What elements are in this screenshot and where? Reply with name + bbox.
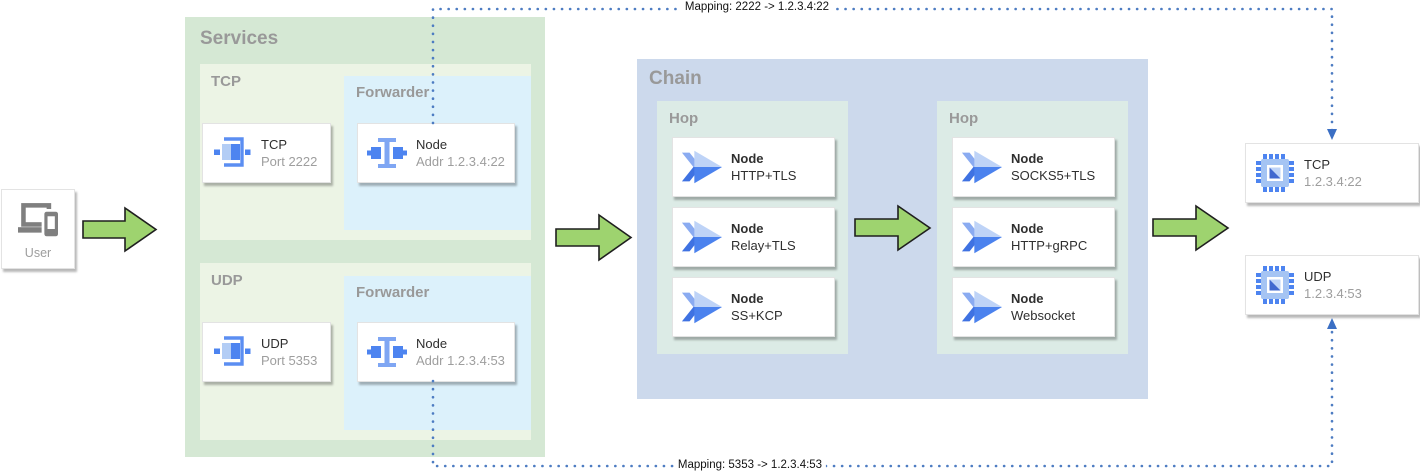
user-card: User xyxy=(1,189,75,269)
service-subtitle: Port 5353 xyxy=(261,353,318,368)
node-subtitle: Relay+TLS xyxy=(731,238,796,253)
node-subtitle: HTTP+gRPC xyxy=(1011,238,1088,253)
arrow-right-icon xyxy=(1152,204,1230,257)
udp-endpoint-card: UDP 1.2.3.4:53 xyxy=(1245,255,1419,315)
chain-node-card: Node Websocket xyxy=(952,277,1115,337)
endpoint-title: TCP xyxy=(1304,157,1330,172)
udp-forwarder-box: Forwarder Node xyxy=(344,276,531,430)
endpoint-title: UDP xyxy=(1304,269,1332,284)
arrow-right-icon xyxy=(82,206,158,258)
arrow-right-icon xyxy=(555,213,633,267)
node-title: Node xyxy=(1011,221,1044,236)
node-title: Node xyxy=(731,151,764,166)
node-subtitle: Websocket xyxy=(1011,308,1076,323)
chain-node-icon xyxy=(953,289,1011,325)
udp-service-box: UDP Forwarder xyxy=(200,263,531,440)
node-title: Node xyxy=(416,137,448,152)
tcp-endpoint-card: TCP 1.2.3.4:22 xyxy=(1245,143,1419,203)
node-subtitle: HTTP+TLS xyxy=(731,168,797,183)
tcp-forwarder-node-card: Node Addr 1.2.3.4:22 xyxy=(357,123,515,183)
mapping-label-top: Mapping: 2222 -> 1.2.3.4:22 xyxy=(680,1,834,13)
chain-node-card: Node HTTP+TLS xyxy=(672,137,835,197)
node-subtitle: Addr 1.2.3.4:22 xyxy=(416,154,505,169)
service-port-icon xyxy=(203,333,261,371)
hop-title: Hop xyxy=(949,110,979,127)
service-subtitle: Port 2222 xyxy=(261,154,318,169)
node-title: Node xyxy=(731,221,764,236)
services-container: Services TCP Forwarder xyxy=(185,17,545,457)
chain-node-card: Node HTTP+gRPC xyxy=(952,207,1115,267)
chain-container: Chain Hop Node HTTP+TLS xyxy=(637,59,1148,399)
udp-forwarder-title: Forwarder xyxy=(356,284,430,301)
endpoint-subtitle: 1.2.3.4:53 xyxy=(1304,286,1362,301)
user-label: User xyxy=(24,246,52,260)
hop-title: Hop xyxy=(669,110,699,127)
tcp-forwarder-box: Forwarder Node xyxy=(344,76,531,230)
forwarder-node-icon xyxy=(358,134,416,172)
chain-node-card: Node Relay+TLS xyxy=(672,207,835,267)
arrow-right-icon xyxy=(854,204,932,257)
chain-title: Chain xyxy=(649,68,702,89)
udp-service-title: UDP xyxy=(211,272,243,289)
tcp-forwarder-title: Forwarder xyxy=(356,84,430,101)
chip-icon xyxy=(1246,266,1304,304)
hop-box-1: Hop Node HTTP+TLS xyxy=(657,101,848,354)
hop-box-2: Hop Node SOCKS5+TLS xyxy=(937,101,1128,354)
forwarder-node-icon xyxy=(358,333,416,371)
node-title: Node xyxy=(1011,151,1044,166)
user-device-icon xyxy=(13,199,63,244)
chain-node-icon xyxy=(953,219,1011,255)
chain-node-icon xyxy=(673,149,731,185)
chain-node-card: Node SS+KCP xyxy=(672,277,835,337)
tcp-service-card: TCP Port 2222 xyxy=(202,123,331,183)
tcp-service-title: TCP xyxy=(211,73,241,90)
chain-node-icon xyxy=(673,219,731,255)
tcp-service-box: TCP Forwarder xyxy=(200,64,531,240)
service-port-icon xyxy=(203,134,261,172)
node-subtitle: SOCKS5+TLS xyxy=(1011,168,1096,183)
node-subtitle: Addr 1.2.3.4:53 xyxy=(416,353,505,368)
chain-node-icon xyxy=(953,149,1011,185)
services-title: Services xyxy=(200,28,279,49)
udp-service-card: UDP Port 5353 xyxy=(202,322,331,382)
chip-icon xyxy=(1246,154,1304,192)
endpoint-subtitle: 1.2.3.4:22 xyxy=(1304,174,1362,189)
node-title: Node xyxy=(731,291,764,306)
mapping-label-bottom: Mapping: 5353 -> 1.2.3.4:53 xyxy=(673,459,827,471)
node-title: Node xyxy=(1011,291,1044,306)
node-title: Node xyxy=(416,336,448,351)
chain-node-card: Node SOCKS5+TLS xyxy=(952,137,1115,197)
service-title: TCP xyxy=(261,137,287,152)
chain-node-icon xyxy=(673,289,731,325)
node-subtitle: SS+KCP xyxy=(731,308,783,323)
udp-forwarder-node-card: Node Addr 1.2.3.4:53 xyxy=(357,322,515,382)
service-title: UDP xyxy=(261,336,289,351)
